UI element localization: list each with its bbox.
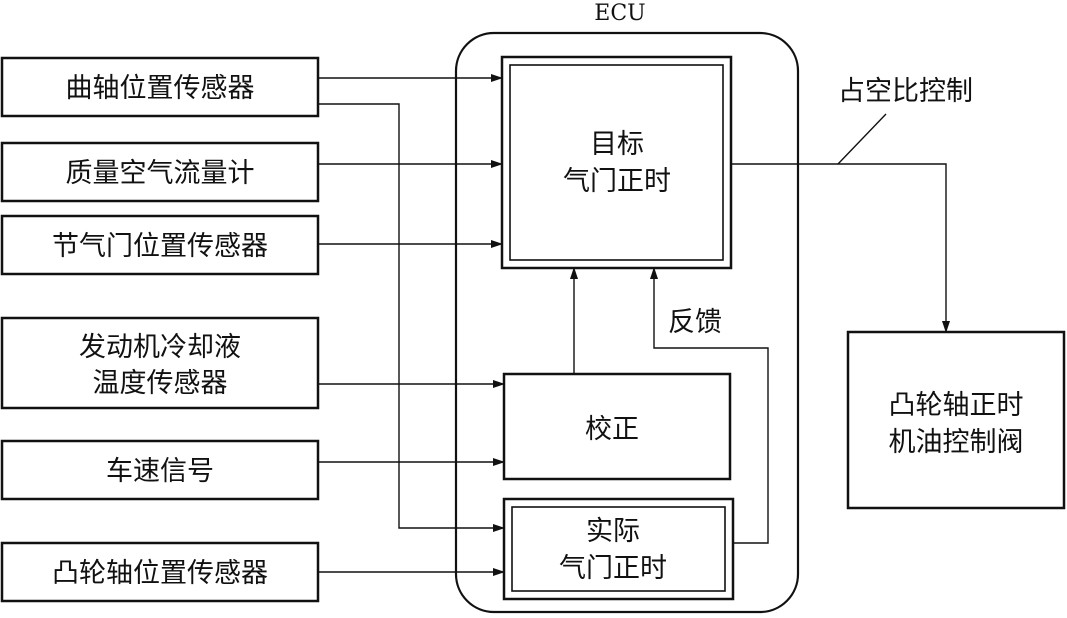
input-label: 曲轴位置传感器 [66, 73, 255, 104]
target-timing-line2: 气门正时 [563, 166, 671, 197]
input-box-vehicle-speed: 车速信号 [0, 439, 320, 501]
ocv-line1: 凸轮轴正时 [889, 390, 1024, 421]
arrow-crank-to-actual [318, 103, 505, 532]
correction-label: 校正 [585, 414, 639, 445]
input-label: 凸轮轴位置传感器 [52, 558, 268, 589]
actual-timing-line1: 实际 [586, 516, 640, 547]
input-label-line2: 温度传感器 [93, 368, 228, 399]
input-box-camshaft-sensor: 凸轮轴位置传感器 [0, 541, 320, 603]
input-box-crankshaft-sensor: 曲轴位置传感器 [0, 56, 320, 118]
input-box-throttle-sensor: 节气门位置传感器 [0, 214, 320, 276]
target-valve-timing-block: 目标 气门正时 [500, 55, 733, 270]
ocv-line2: 机油控制阀 [889, 427, 1024, 458]
input-box-coolant-temp-sensor: 发动机冷却液 温度传感器 [0, 316, 320, 410]
actual-valve-timing-block: 实际 气门正时 [502, 497, 735, 601]
ecu-container [454, 31, 800, 614]
ecu-label: ECU [594, 1, 645, 26]
input-label-line1: 发动机冷却液 [79, 332, 241, 363]
input-label: 节气门位置传感器 [52, 231, 268, 262]
duty-label-leader [837, 113, 887, 165]
input-label: 车速信号 [106, 456, 214, 487]
target-timing-line1: 目标 [590, 129, 644, 160]
actual-timing-line2: 气门正时 [559, 553, 667, 584]
duty-cycle-label: 占空比控制 [838, 76, 973, 107]
input-label: 质量空气流量计 [66, 158, 255, 189]
correction-block: 校正 [502, 372, 732, 481]
input-box-maf-sensor: 质量空气流量计 [0, 141, 320, 203]
arrow-target-to-ocv [731, 163, 950, 333]
arrow-feedback-to-target [650, 267, 769, 544]
oil-control-valve-block: 凸轮轴正时 机油控制阀 [846, 330, 1066, 510]
feedback-label: 反馈 [668, 307, 722, 338]
